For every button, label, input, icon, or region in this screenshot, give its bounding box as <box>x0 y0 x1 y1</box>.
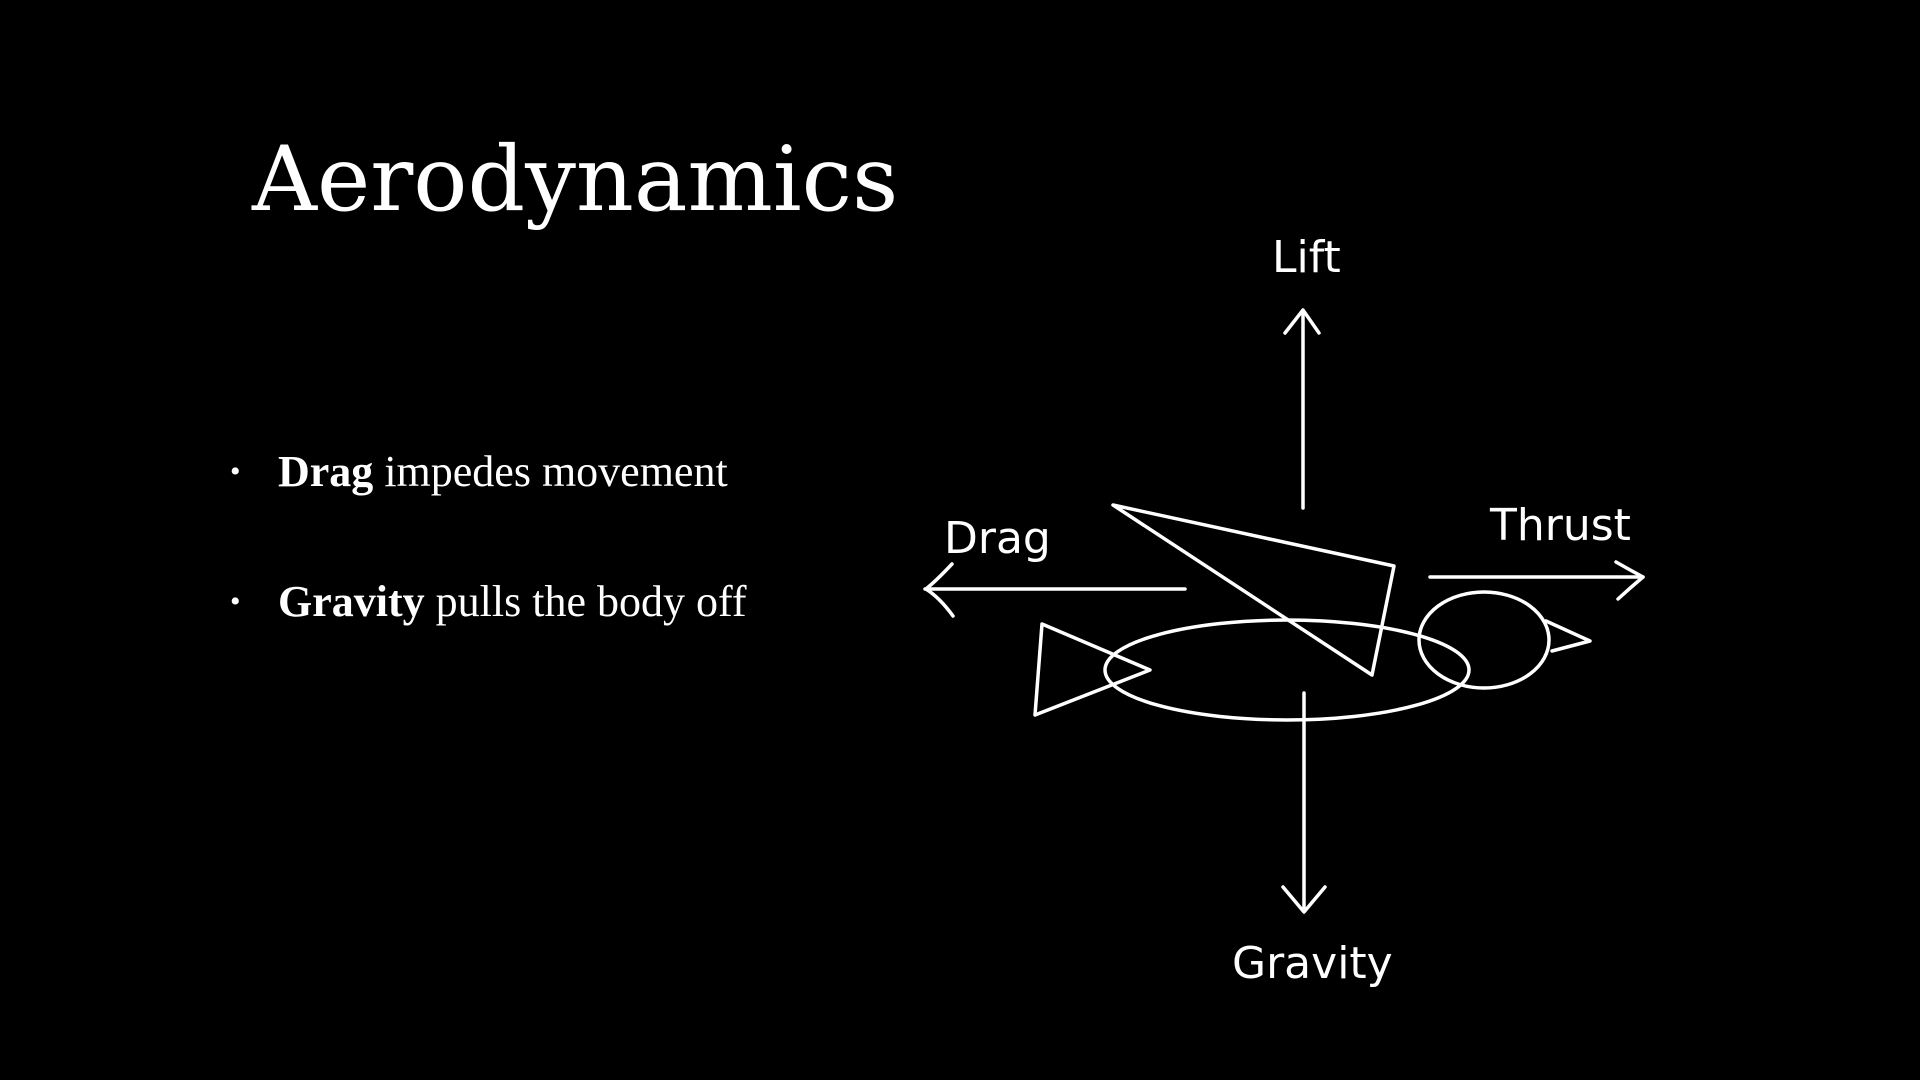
drag-arrow-icon <box>923 562 1187 618</box>
bullet-term: Drag <box>278 447 374 496</box>
gravity-label: Gravity <box>1232 938 1393 989</box>
bullet-list: • Drag impedes movement • Gravity pulls … <box>230 440 746 634</box>
bullet-item-gravity: • Gravity pulls the body off <box>230 570 746 634</box>
lift-arrow-icon <box>1283 308 1321 510</box>
thrust-label: Thrust <box>1489 500 1631 551</box>
gravity-arrow-icon <box>1281 691 1327 914</box>
bullet-text: pulls the body off <box>424 577 747 626</box>
drag-label: Drag <box>944 513 1051 564</box>
bird-head-shape <box>1417 590 1551 690</box>
bullet-term: Gravity <box>278 577 425 626</box>
bird-beak-shape <box>1544 619 1592 653</box>
bird-tail-shape <box>1033 622 1152 717</box>
bullet-dot-icon: • <box>230 455 241 488</box>
thrust-arrow-icon <box>1428 560 1645 601</box>
bullet-text: impedes movement <box>373 447 728 496</box>
bird-body-shape <box>1103 618 1471 722</box>
bullet-item-drag: • Drag impedes movement <box>230 440 746 504</box>
bird-wing-shape <box>1111 503 1396 677</box>
lift-label: Lift <box>1272 232 1341 283</box>
bullet-dot-icon: • <box>230 585 241 618</box>
slide-title: Aerodynamics <box>252 127 899 232</box>
